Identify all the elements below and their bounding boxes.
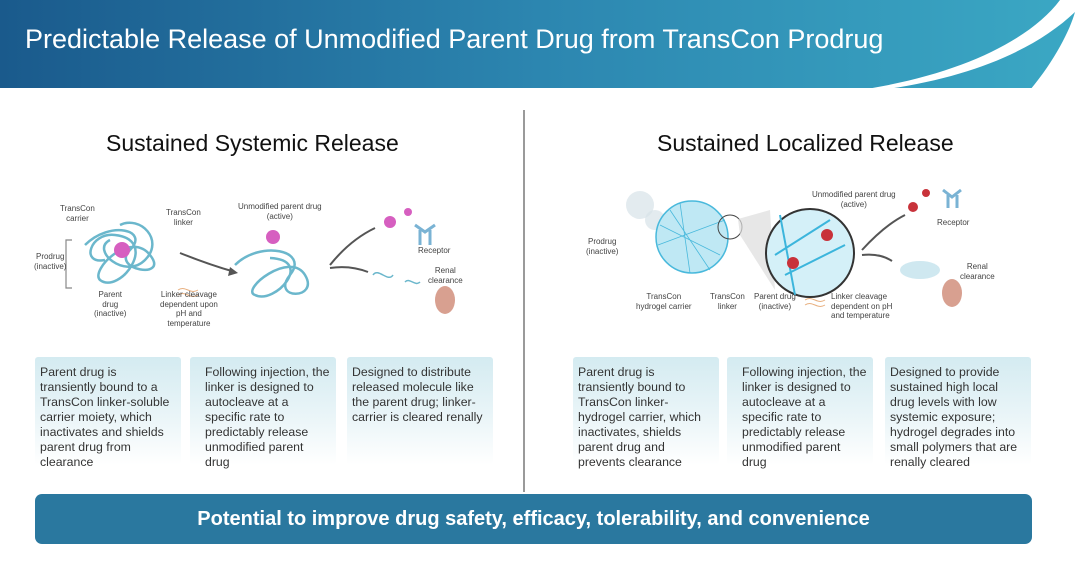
- section-title-localized: Sustained Localized Release: [657, 130, 954, 156]
- label-prodrug-localized: Prodrug (inactive): [586, 237, 619, 256]
- label-renal-clearance-localized: Renal clearance: [960, 262, 995, 281]
- column-divider: [523, 110, 525, 492]
- slide-header: Predictable Release of Unmodified Parent…: [0, 0, 1080, 90]
- localized-info-box-3: Designed to provide sustained high local…: [885, 357, 1031, 469]
- label-linker-cleavage-localized: Linker cleavage dependent on pH and temp…: [831, 292, 893, 320]
- label-receptor: Receptor: [418, 246, 451, 255]
- systemic-info-box-2: Following injection, the linker is desig…: [190, 357, 336, 469]
- conclusion-banner: Potential to improve drug safety, effica…: [35, 494, 1032, 544]
- label-transcon-linker-localized: TransCon linker: [710, 292, 745, 311]
- localized-release-diagram: [626, 188, 962, 307]
- label-renal-clearance: Renal clearance: [428, 266, 463, 285]
- label-transcon-linker: TransCon linker: [166, 208, 201, 227]
- systemic-info-box-1: Parent drug is transiently bound to a Tr…: [35, 357, 181, 469]
- header-swoosh-decoration: [860, 0, 1080, 90]
- slide-title: Predictable Release of Unmodified Parent…: [25, 24, 884, 54]
- label-parent-drug: Parent drug (inactive): [94, 290, 127, 318]
- label-unmodified-drug-localized: Unmodified parent drug (active): [812, 190, 896, 209]
- label-unmodified-drug: Unmodified parent drug (active): [238, 202, 322, 221]
- localized-info-box-1: Parent drug is transiently bound to Tran…: [573, 357, 719, 469]
- label-linker-cleavage: Linker cleavage dependent upon pH and te…: [160, 290, 218, 328]
- section-title-systemic: Sustained Systemic Release: [106, 130, 399, 156]
- label-transcon-carrier: TransCon carrier: [60, 204, 95, 223]
- label-parent-drug-localized: Parent drug (inactive): [754, 292, 796, 311]
- label-prodrug: Prodrug (inactive): [34, 252, 67, 271]
- systemic-release-diagram: [65, 208, 455, 314]
- label-hydrogel-carrier: TransCon hydrogel carrier: [636, 292, 692, 311]
- label-receptor-localized: Receptor: [937, 218, 970, 227]
- localized-info-box-2: Following injection, the linker is desig…: [727, 357, 873, 469]
- systemic-info-box-3: Designed to distribute released molecule…: [347, 357, 493, 465]
